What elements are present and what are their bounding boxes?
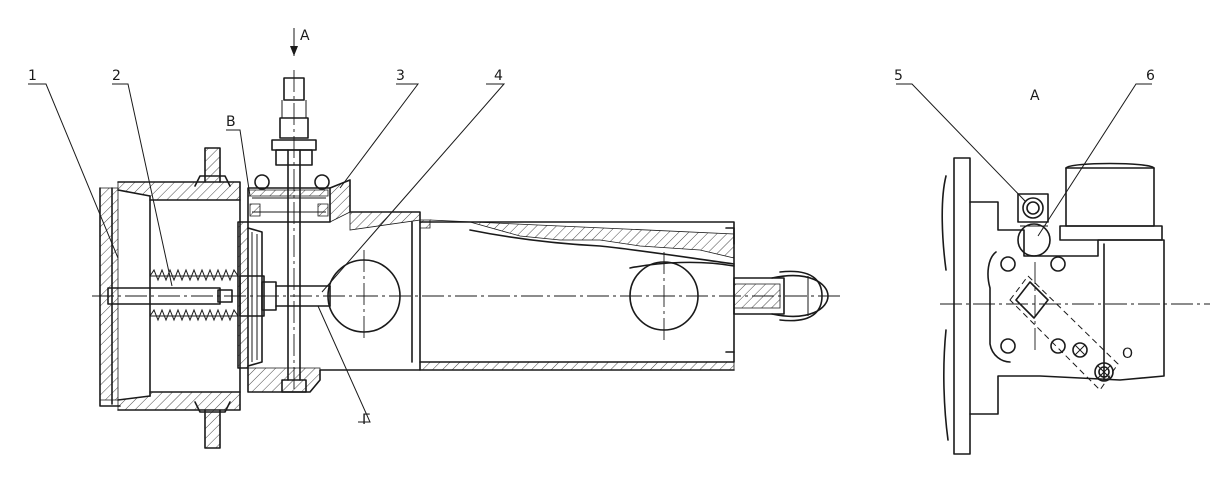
- main-body: [247, 179, 735, 393]
- label-6: 6: [1146, 68, 1155, 84]
- label-2: 2: [112, 68, 121, 84]
- vertical-shaft: [254, 70, 330, 393]
- view-arrow-label: A: [300, 28, 310, 44]
- view-a-title: A: [1030, 88, 1040, 104]
- valve-body: [247, 187, 331, 223]
- label-o: О: [1122, 346, 1133, 362]
- push-rod: [239, 275, 331, 317]
- rod-end: [733, 270, 829, 322]
- view-a: [940, 157, 1210, 455]
- label-4: 4: [494, 68, 503, 84]
- section-view: [92, 70, 840, 449]
- labels-main: 1 2 3 4 A В Г: [28, 28, 503, 428]
- cross-holes: [327, 250, 699, 342]
- leaders-view-a: [896, 83, 1152, 237]
- label-5: 5: [894, 68, 903, 84]
- spring-rod: [107, 287, 233, 305]
- label-3: 3: [396, 68, 405, 84]
- labels-view-a: 5 6 A О: [894, 68, 1155, 362]
- label-b: В: [226, 114, 236, 130]
- leaders-main: [28, 28, 506, 423]
- label-g: Г: [362, 412, 371, 428]
- mounting-flange: [194, 147, 231, 449]
- label-1: 1: [28, 68, 37, 84]
- spring: [149, 268, 239, 322]
- diaphragm-assembly: [237, 221, 263, 369]
